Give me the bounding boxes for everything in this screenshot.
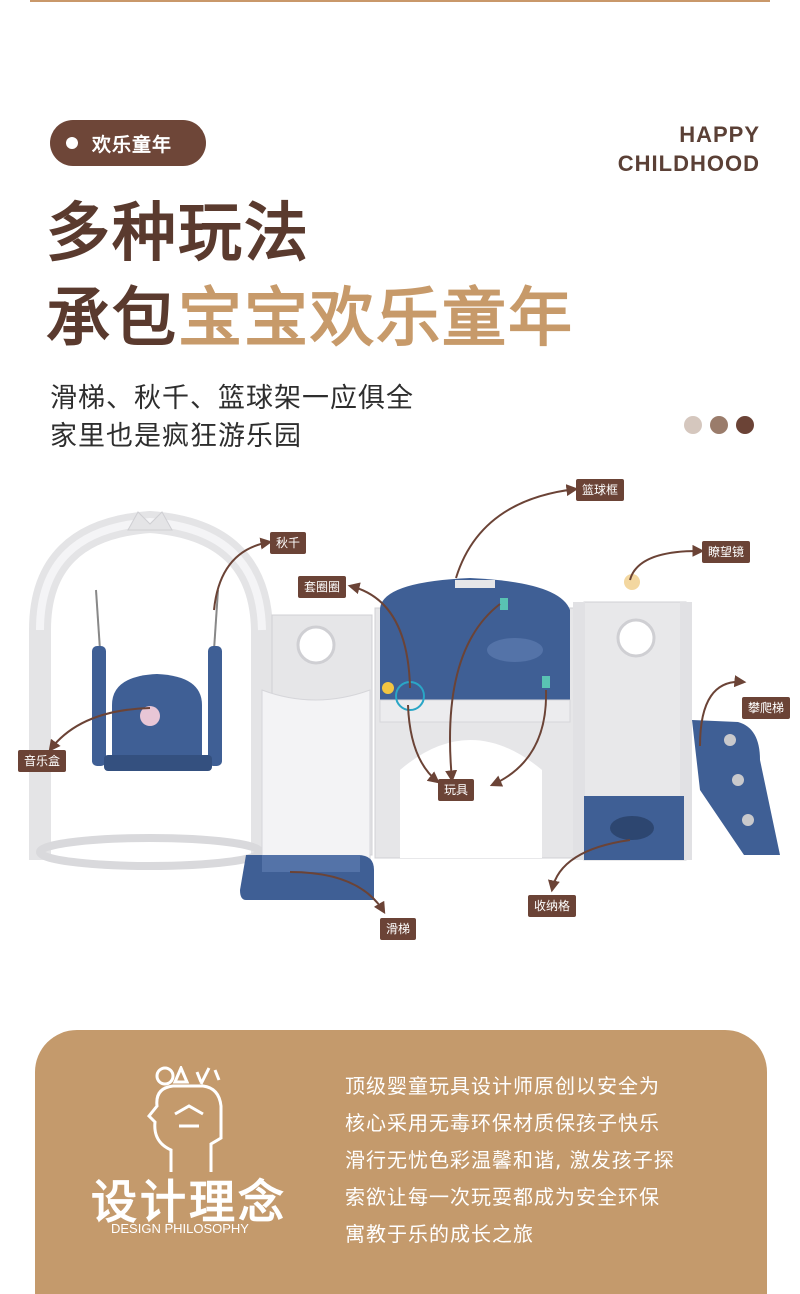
playset-drawing [29,484,780,915]
playset-illustration: 篮球框 秋千 瞭望镜 套圈圈 攀爬梯 音乐盒 玩具 收纳格 滑梯 [0,460,800,960]
description-line: 寓教于乐的成长之旅 [345,1222,534,1246]
subtitle-line1: 滑梯、秋千、篮球架一应俱全 [50,383,414,414]
callout-arrows [48,484,747,915]
bullet-dot [66,137,78,149]
design-subtitle: DESIGN PHILOSOPHY [111,1221,249,1236]
section-tag: 欢乐童年 [50,120,206,166]
ladder [692,720,780,855]
label-basketball-hoop: 篮球框 [576,479,625,501]
indicator-dot-2[interactable] [710,416,728,434]
corner-title-line1: HAPPY [679,122,760,147]
headline-accent: 宝宝欢乐童年 [178,282,574,356]
label-slide: 滑梯 [380,918,417,940]
label-climbing-ladder: 攀爬梯 [742,697,791,719]
indicator-dot-3[interactable] [736,416,754,434]
description-line: 顶级婴童玩具设计师原创以安全为 [345,1074,660,1098]
design-description: 顶级婴童玩具设计师原创以安全为 核心采用无毒环保材质保孩子快乐 滑行无忧色彩温馨… [345,1068,735,1253]
indicator-dot-1[interactable] [684,416,702,434]
headline-line2: 承包宝宝欢乐童年 [46,283,574,355]
label-ring-toss: 套圈圈 [298,576,347,598]
description-line: 滑行无忧色彩温馨和谐, 激发孩子探 [345,1148,675,1172]
swing-seat [92,646,222,771]
slide-tower [240,614,374,900]
label-swing: 秋千 [270,532,307,554]
section-tag-label: 欢乐童年 [92,133,173,156]
subtitle-line2: 家里也是疯狂游乐园 [50,421,302,452]
head-with-tools-icon [145,1064,235,1176]
carousel-indicator [684,416,754,434]
right-tower [573,574,692,861]
headline-line1: 多种玩法 [46,197,310,271]
label-telescope: 瞭望镜 [702,541,751,563]
corner-title: HAPPY CHILDHOOD [618,120,760,178]
description-line: 索欲让每一次玩耍都成为安全环保 [345,1185,660,1209]
design-title: 设计理念 [91,1175,287,1229]
label-music-box: 音乐盒 [18,750,67,772]
swing-frame [29,510,273,870]
top-divider [30,0,770,2]
description-line: 核心采用无毒环保材质保孩子快乐 [345,1111,660,1135]
headline-prefix: 承包 [46,282,178,356]
label-toys: 玩具 [438,779,475,801]
corner-title-line2: CHILDHOOD [617,151,760,176]
label-storage: 收纳格 [528,895,577,917]
design-philosophy-panel: 设计理念 DESIGN PHILOSOPHY 顶级婴童玩具设计师原创以安全为 核… [35,1030,767,1294]
